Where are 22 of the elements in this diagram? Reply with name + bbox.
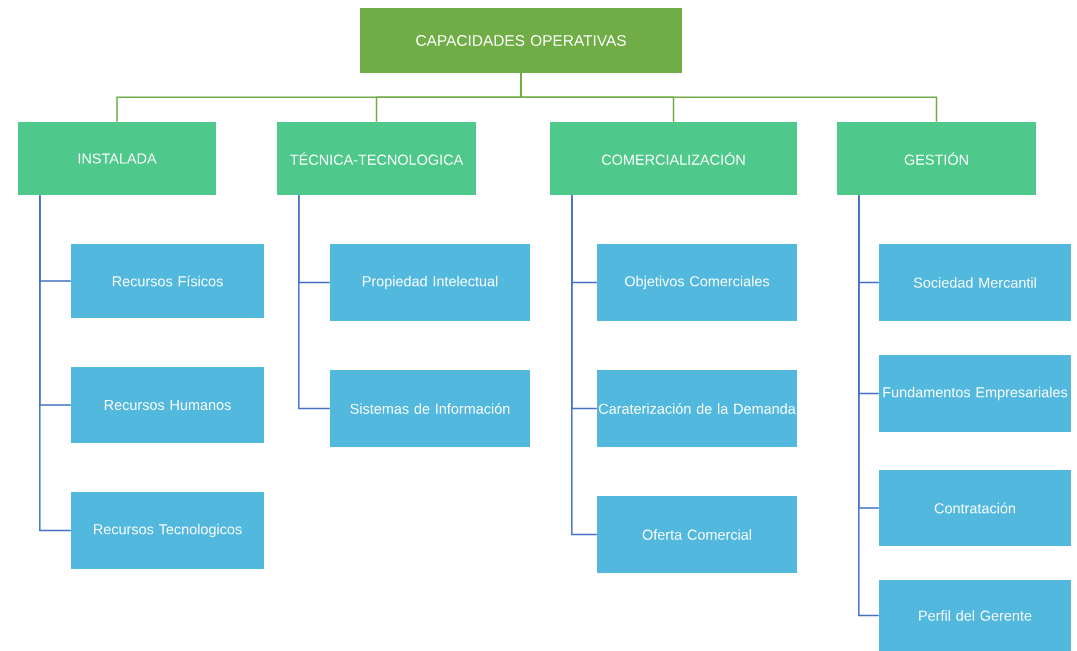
item-box: Caraterización de la Demanda <box>597 370 797 447</box>
item-box: Contratación <box>879 470 1071 546</box>
item-box: Recursos Tecnologicos <box>71 492 264 569</box>
category-box: GESTIÓN <box>837 122 1036 195</box>
category-box: COMERCIALIZACIÓN <box>550 122 797 195</box>
item-box: Fundamentos Empresariales <box>879 355 1071 432</box>
root-box: CAPACIDADES OPERATIVAS <box>360 8 682 73</box>
connector-line <box>298 194 331 410</box>
item-box: Sistemas de Información <box>330 370 530 447</box>
item-box: Perfil del Gerente <box>879 580 1071 651</box>
item-box: Recursos Físicos <box>71 244 264 318</box>
item-box: Oferta Comercial <box>597 496 797 573</box>
item-box: Objetivos Comerciales <box>597 244 797 321</box>
connector-line <box>520 72 938 123</box>
item-box: Propiedad Intelectual <box>330 244 530 321</box>
item-box: Sociedad Mercantil <box>879 244 1071 321</box>
connector-line <box>39 194 72 532</box>
category-box: INSTALADA <box>18 122 216 195</box>
category-box: TÉCNICA-TECNOLOGICA <box>277 122 476 195</box>
connector-line <box>571 194 598 536</box>
connector-line <box>858 194 880 617</box>
item-box: Recursos Humanos <box>71 367 264 443</box>
